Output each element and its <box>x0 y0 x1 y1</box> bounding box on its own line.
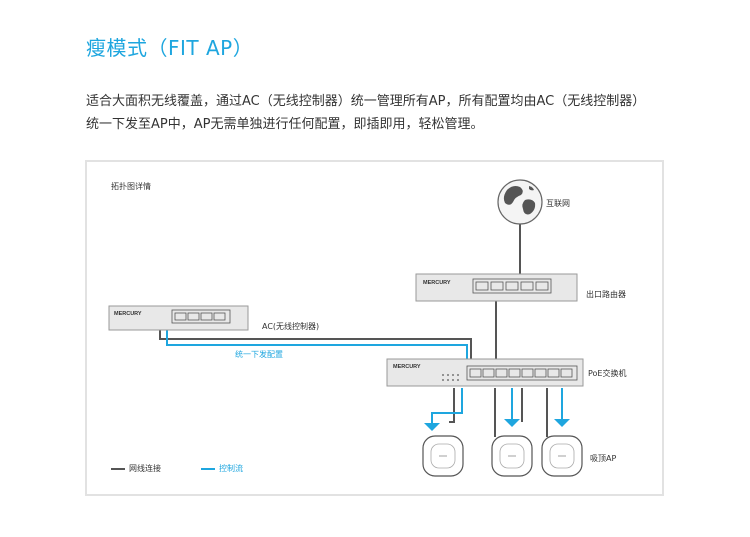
ac-brand: MERCURY <box>114 311 142 317</box>
switch-brand: MERCURY <box>393 364 421 370</box>
description-line-1: 适合大面积无线覆盖，通过AC（无线控制器）统一管理所有AP，所有配置均由AC（无… <box>86 94 646 109</box>
topology-svg: MERCURY MERCURY <box>108 179 584 477</box>
internet-label: 互联网 <box>546 199 570 208</box>
router-label: 出口路由器 <box>586 290 626 299</box>
page-title: 瘦模式（FIT AP） <box>86 36 254 60</box>
description: 适合大面积无线覆盖，通过AC（无线控制器）统一管理所有AP，所有配置均由AC（无… <box>86 90 686 136</box>
link-ac-switch <box>159 329 472 359</box>
flow-switch-ap1 <box>431 388 463 424</box>
arrow-ap3 <box>554 419 570 427</box>
router-device <box>415 273 578 302</box>
ceiling-ap-icon <box>422 435 464 477</box>
poe-switch-label: PoE交换机 <box>588 369 627 378</box>
network-links <box>159 222 548 437</box>
ceiling-ap-icon <box>491 435 533 477</box>
link-switch-ap1 <box>449 388 455 423</box>
topology-diagram: MERCURY MERCURY <box>85 160 664 496</box>
ceiling-ap-icon <box>541 435 583 477</box>
description-line-2: 统一下发至AP中，AP无需单独进行任何配置，即插即用，轻松管理。 <box>86 117 484 132</box>
ac-label: AC(无线控制器) <box>262 322 320 331</box>
arrow-ap2 <box>504 419 520 427</box>
ac-device <box>108 305 249 331</box>
legend-control-label: 控制流 <box>219 464 243 473</box>
globe-icon <box>497 179 543 225</box>
flow-arrowheads <box>424 419 570 431</box>
poe-switch-device <box>386 358 584 387</box>
flow-ac-switch <box>166 329 468 359</box>
control-flow-lines <box>166 329 563 424</box>
router-brand: MERCURY <box>423 280 451 286</box>
topology-label: 拓扑图详情 <box>111 182 151 191</box>
legend-network-label: 网线连接 <box>129 464 161 473</box>
ap-label: 吸顶AP <box>590 454 617 463</box>
config-label: 统一下发配置 <box>235 350 283 359</box>
arrow-ap1 <box>424 423 440 431</box>
